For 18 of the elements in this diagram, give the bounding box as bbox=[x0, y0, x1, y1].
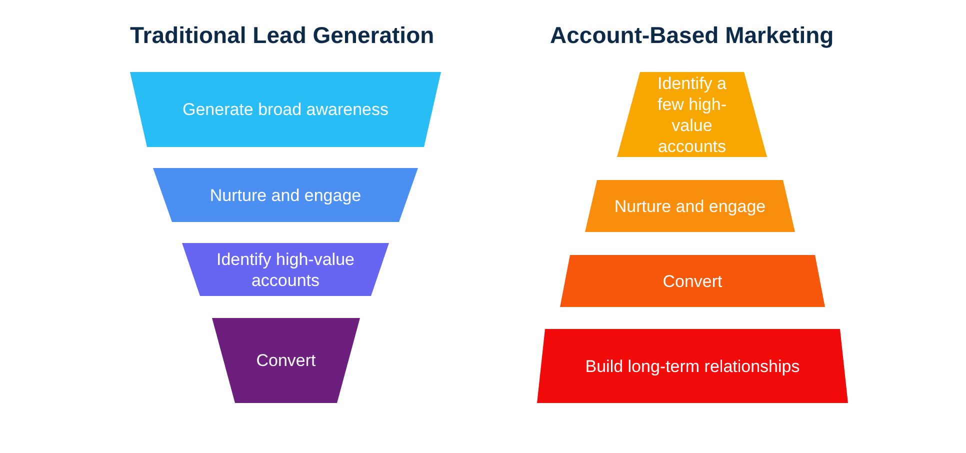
stage-label: Identify a few high-value accounts bbox=[656, 72, 728, 156]
stage-label: Nurture and engage bbox=[614, 196, 766, 216]
pyramid-stage bbox=[585, 180, 795, 232]
column-title: Traditional Lead Generation bbox=[130, 21, 434, 50]
funnel-stage bbox=[130, 72, 441, 147]
funnel-stage bbox=[212, 318, 360, 403]
stage-label: Convert bbox=[256, 350, 316, 371]
funnel-stage bbox=[153, 168, 418, 222]
stage-label: Convert bbox=[662, 270, 722, 292]
stage-label: Generate broad awareness bbox=[182, 99, 389, 120]
pyramid-stage bbox=[617, 72, 767, 157]
pyramid-stage bbox=[560, 255, 825, 307]
stage-label: Identify high-value accounts bbox=[216, 248, 356, 290]
funnel-stage bbox=[182, 243, 389, 296]
pyramid-stage bbox=[537, 329, 848, 403]
stage-label: Build long-term relationships bbox=[585, 356, 800, 376]
column-title: Account-Based Marketing bbox=[550, 21, 834, 50]
stage-label: Nurture and engage bbox=[210, 184, 362, 206]
